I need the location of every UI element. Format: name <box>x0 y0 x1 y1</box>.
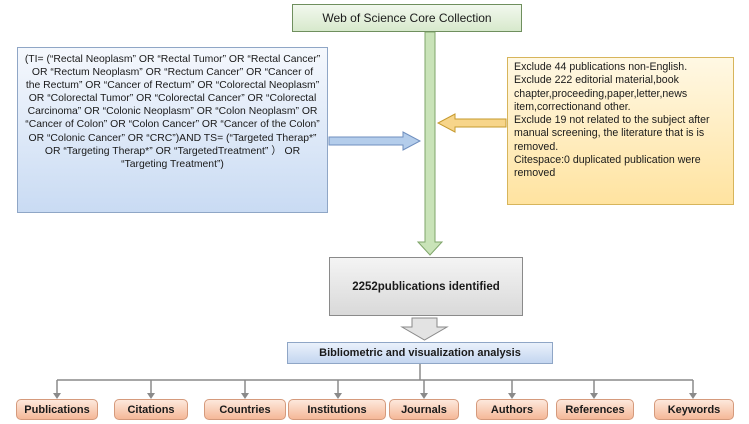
category-citations: Citations <box>114 399 188 420</box>
category-label: Countries <box>219 403 271 416</box>
category-label: References <box>565 403 625 416</box>
category-institutions: Institutions <box>288 399 386 420</box>
publications-identified-label: 2252publications identified <box>352 280 500 293</box>
search-query-text: (TI= (“Rectal Neoplasm” OR “Rectal Tumor… <box>24 54 321 170</box>
main-down-arrow <box>416 31 444 256</box>
exclusions-to-flow-arrow <box>436 113 507 133</box>
analysis-box: Bibliometric and visualization analysis <box>287 342 553 364</box>
category-authors: Authors <box>476 399 548 420</box>
exclusion-criteria-box: Exclude 44 publications non-English. Exc… <box>507 57 734 205</box>
category-label: Journals <box>401 403 447 416</box>
category-label: Authors <box>490 403 534 416</box>
category-keywords: Keywords <box>654 399 734 420</box>
category-countries: Countries <box>204 399 286 420</box>
search-query-box: (TI= (“Rectal Neoplasm” OR “Rectal Tumor… <box>17 47 328 213</box>
category-label: Keywords <box>667 403 721 416</box>
exclusion-document-types: Exclude 222 editorial material,book chap… <box>514 74 688 113</box>
exclusion-duplicates: Citespace:0 duplicated publication were … <box>514 154 701 180</box>
category-journals: Journals <box>389 399 459 420</box>
category-publications: Publications <box>16 399 98 420</box>
category-references: References <box>556 399 634 420</box>
category-label: Citations <box>127 403 175 416</box>
analysis-label: Bibliometric and visualization analysis <box>319 347 521 359</box>
category-label: Institutions <box>307 403 367 416</box>
source-database-box: Web of Science Core Collection <box>292 4 522 32</box>
exclusion-not-related: Exclude 19 not related to the subject af… <box>514 114 710 153</box>
publications-identified-box: 2252publications identified <box>329 257 523 316</box>
exclusion-non-english: Exclude 44 publications non-English. <box>514 61 688 73</box>
count-down-arrow <box>400 317 449 341</box>
category-label: Publications <box>24 403 90 416</box>
source-database-label: Web of Science Core Collection <box>322 11 492 25</box>
query-to-flow-arrow <box>328 131 422 151</box>
